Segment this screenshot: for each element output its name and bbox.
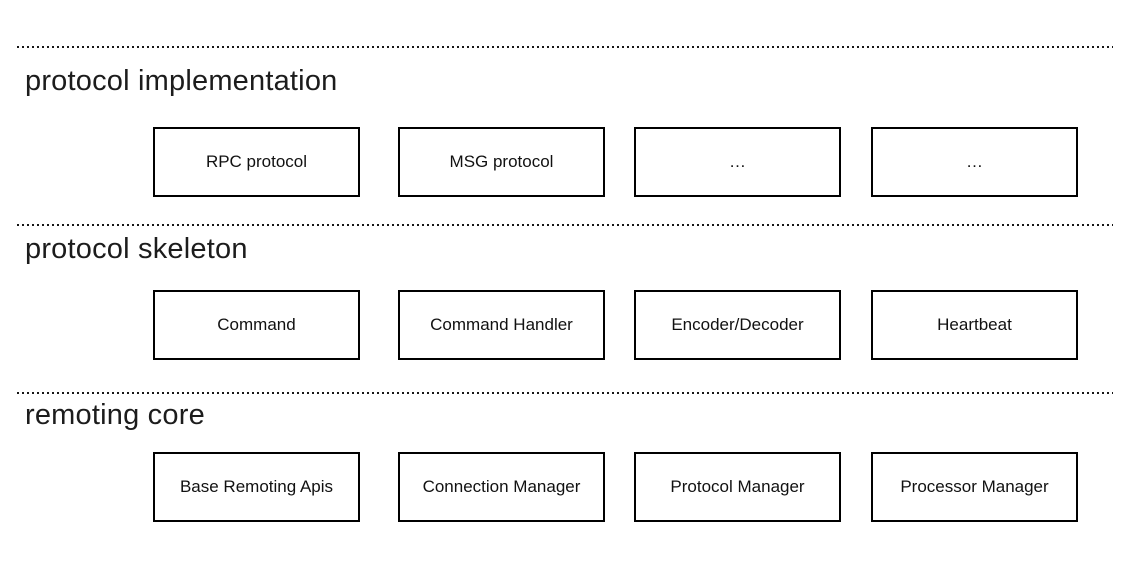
node-encoder-decoder: Encoder/Decoder — [634, 290, 841, 360]
section-title-protocol-skeleton: protocol skeleton — [25, 233, 248, 265]
node-processor-manager: Processor Manager — [871, 452, 1078, 522]
section-title-remoting-core: remoting core — [25, 399, 205, 431]
section-title-protocol-implementation: protocol implementation — [25, 65, 338, 97]
node-command: Command — [153, 290, 360, 360]
node-heartbeat: Heartbeat — [871, 290, 1078, 360]
node-rpc-protocol: RPC protocol — [153, 127, 360, 197]
node-protocol-manager: Protocol Manager — [634, 452, 841, 522]
node-msg-protocol: MSG protocol — [398, 127, 605, 197]
node-ellipsis-1: … — [634, 127, 841, 197]
node-command-handler: Command Handler — [398, 290, 605, 360]
node-ellipsis-2: … — [871, 127, 1078, 197]
node-connection-manager: Connection Manager — [398, 452, 605, 522]
section-divider — [17, 46, 1113, 48]
section-divider — [17, 392, 1113, 394]
section-divider — [17, 224, 1113, 226]
node-base-remoting-apis: Base Remoting Apis — [153, 452, 360, 522]
